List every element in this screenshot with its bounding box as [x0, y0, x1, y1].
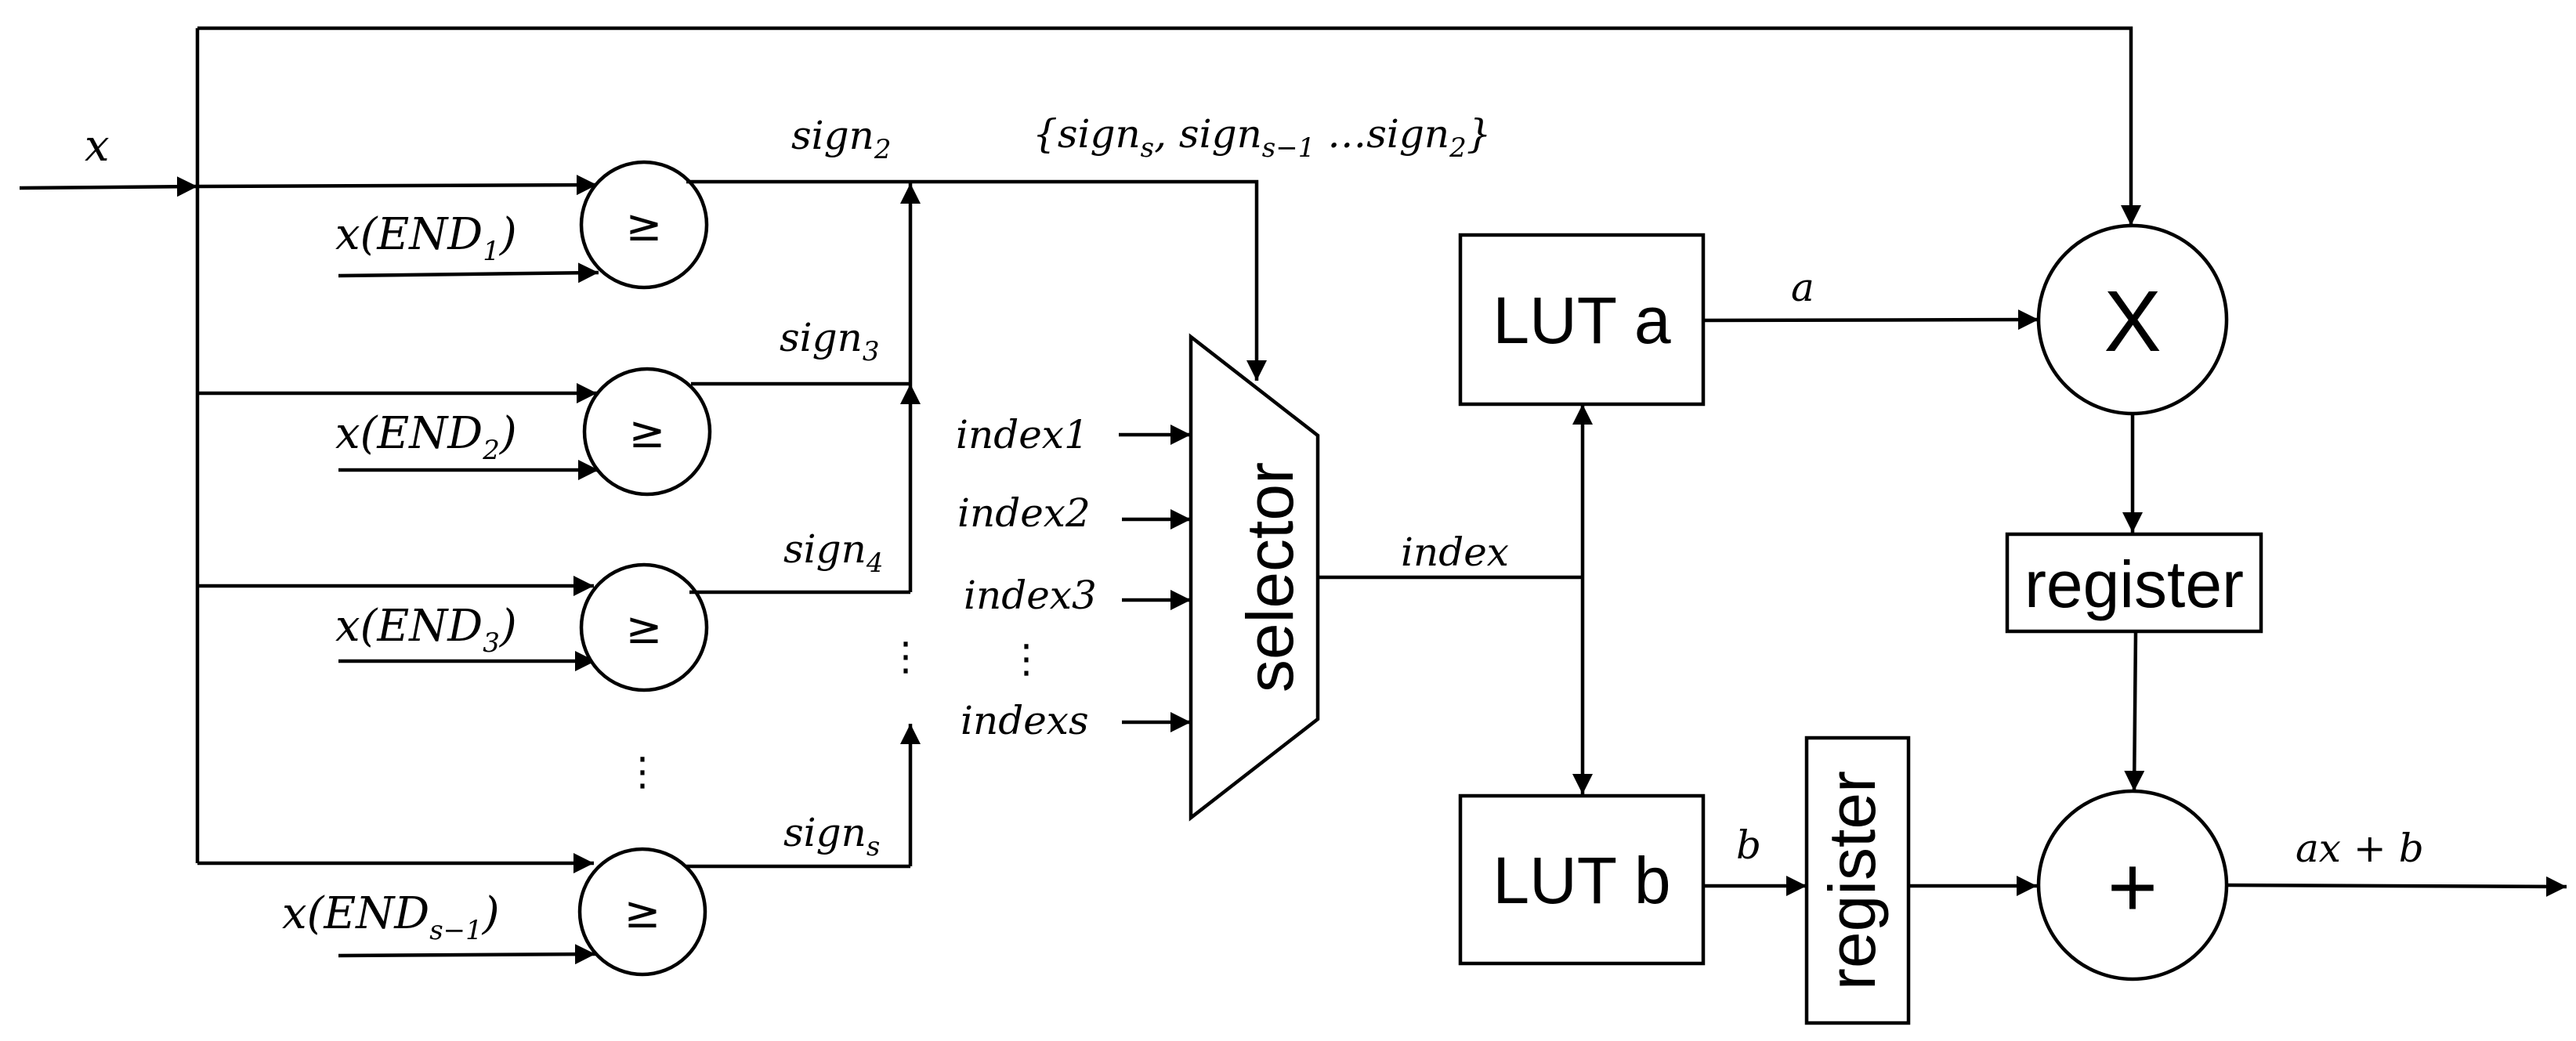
comparator-1: ≥: [579, 160, 709, 290]
lut-b-block: LUT b: [1458, 793, 1706, 966]
lut-a-block: LUT a: [1458, 233, 1706, 407]
multiplier-symbol: X: [2104, 273, 2161, 370]
svg-text:x(END2): x(END2): [335, 408, 517, 466]
svg-text:≥: ≥: [624, 887, 661, 938]
threshold-end1: x(END1): [335, 209, 599, 284]
svg-text:x(END3): x(END3): [335, 601, 517, 659]
comparator-ellipsis: ⋮: [623, 749, 662, 794]
register-top: register: [2005, 532, 2263, 634]
selector-input-2: index2: [957, 490, 1091, 536]
a-label: a: [1791, 265, 1814, 310]
adder-node: +: [2036, 789, 2229, 981]
signs-label: signs: [783, 810, 880, 862]
x-input-wiring: [19, 26, 2141, 873]
svg-text:≥: ≥: [626, 201, 663, 251]
svg-text:≥: ≥: [629, 407, 666, 458]
sign-bus-label: {signs, signs−1 …sign2}: [1033, 111, 1492, 164]
sign-ellipsis: ⋮: [886, 634, 925, 679]
sign2-label: sign2: [791, 113, 892, 165]
b-label: b: [1736, 822, 1761, 868]
multiplier-node: X: [2036, 223, 2229, 416]
register-bottom-label: register: [1815, 771, 1889, 990]
svg-text:x(END1): x(END1): [335, 209, 517, 267]
index-bus: [1318, 404, 1593, 794]
adder-symbol: +: [2107, 839, 2158, 935]
selector-input-1: index1: [956, 412, 1089, 457]
selector-input-s: indexs: [961, 698, 1089, 743]
lut-a-label: LUT a: [1492, 284, 1671, 357]
comparator-2: ≥: [582, 367, 712, 497]
lut-b-label: LUT b: [1492, 844, 1670, 917]
selector-input-ellipsis: ⋮: [1007, 636, 1046, 681]
selector-input-3: index3: [964, 573, 1097, 618]
comparator-3: ≥: [579, 562, 709, 692]
svg-text:≥: ≥: [626, 603, 663, 654]
register-bottom: register: [1804, 736, 1911, 1025]
output-label: ax + b: [2296, 826, 2424, 871]
selector-inputs: index1 index2 index3 ⋮ indexs: [956, 412, 1191, 743]
threshold-end3: x(END3): [335, 601, 595, 671]
threshold-end2: x(END2): [335, 408, 599, 480]
sign3-label: sign3: [780, 315, 880, 367]
sign-bus-wiring: [686, 179, 1267, 869]
register-top-label: register: [2024, 548, 2244, 621]
svg-text:x(ENDs−1): x(ENDs−1): [282, 888, 500, 946]
sign4-label: sign4: [783, 526, 884, 579]
index-label: index: [1401, 530, 1509, 575]
comparator-s-minus-1: ≥: [577, 847, 707, 977]
selector-label: selector: [1233, 462, 1307, 692]
selector-block: selector: [1189, 333, 1320, 822]
x-input-label: x: [85, 121, 110, 172]
threshold-end-s-minus-1: x(ENDs−1): [282, 888, 596, 965]
